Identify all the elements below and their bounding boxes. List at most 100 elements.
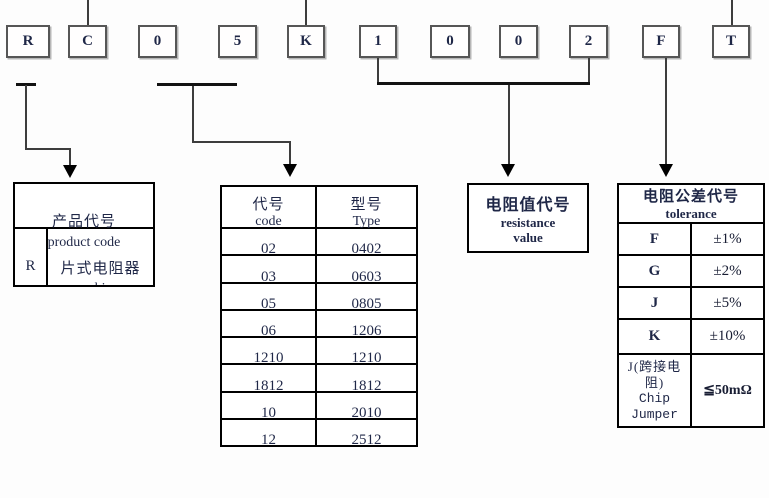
cell-value: ±1% [713,230,742,247]
code-box-2: 2 [569,25,608,58]
arrow-down-icon [283,164,297,177]
tolerance-value-cell: ±10% [692,320,763,353]
arrow-down-icon [501,164,515,177]
code-letter: K [300,33,312,49]
table-row: 1210 1210 [222,336,416,366]
code-box-5: 5 [218,25,257,58]
connector-line [25,148,71,150]
table-row: F ±1% [619,222,763,254]
connector-line [192,141,291,143]
code-letter: 0 [153,33,162,49]
cell-value: 06 [261,323,276,339]
cell-value: K [648,328,661,344]
connector-line [305,0,307,25]
size-code-cell: 03 [222,256,317,285]
jumper-code-cell: J(跨接电 阻) Chip Jumper [619,355,692,426]
code-letter: 0 [446,33,454,49]
cell-value: ±2% [713,262,742,279]
tolerance-title-cn: 电阻公差代号 [642,189,739,205]
code-letter: C [82,33,93,49]
connector-line [289,141,291,167]
connector-line [87,0,89,25]
cell-value: ±5% [713,294,742,311]
cell-value: 1210 [351,350,382,367]
cell-value: 1206 [351,323,382,339]
col-header-en: Type [352,214,381,229]
code-box-t: T [712,25,750,58]
jumper-value-cell: ≦50mΩ [692,355,763,426]
table-row: K ±10% [619,318,763,353]
code-box-f: F [642,25,680,58]
table-divider [15,227,153,229]
code-box-0a: 0 [138,25,177,58]
table-row: 12 2512 [222,417,416,448]
code-letter: 5 [233,33,242,49]
size-col-code-header: 代号 code [222,187,317,229]
connector-line [157,83,237,86]
code-letter: 2 [584,33,593,49]
connector-line [192,86,194,142]
jumper-line: 阻) [644,375,665,390]
size-type-cell: 0402 [317,229,416,257]
cell-value: 0402 [351,241,382,258]
table-divider [46,229,48,285]
code-letter: R [22,33,34,49]
cell-value: 0603 [351,268,382,285]
tolerance-table-header: 电阻公差代号 tolerance [619,185,763,222]
tolerance-table: 电阻公差代号 tolerance F ±1% G ±2% J ±5% K ±10… [617,183,765,428]
size-code-cell: 10 [222,392,317,421]
resistance-title-en1: resistance [500,215,556,230]
size-type-cell: 0805 [317,284,416,312]
product-row-desc-en: chip [48,281,153,285]
product-row-desc-cn: 片式电阻器 [60,261,141,277]
tolerance-value-cell: ±2% [692,256,763,286]
arrow-down-icon [659,164,673,177]
resistance-title-cn: 电阻值代号 [485,197,571,214]
tolerance-title-en: tolerance [665,206,717,221]
code-box-0c: 0 [499,25,538,58]
cell-value: 12 [261,432,276,448]
connector-line [508,85,510,166]
cell-value: 2010 [351,404,382,421]
tolerance-code-cell: J [619,288,692,318]
jumper-line: Chip [638,391,671,406]
cell-value: 1210 [253,350,284,367]
table-row: 02 0402 [222,227,416,257]
code-letter: 1 [374,33,382,49]
size-type-cell: 2010 [317,393,416,421]
cell-value: J [650,294,659,311]
table-row: G ±2% [619,254,763,286]
col-header-cn: 型号 [350,197,383,213]
size-type-cell: 1210 [317,338,416,366]
size-code-cell: 05 [222,283,317,312]
size-code-cell: 12 [222,419,317,448]
size-type-cell: 0603 [317,256,416,285]
size-type-cell: 2512 [317,420,416,448]
connector-line [731,0,733,25]
cell-value: 02 [261,241,276,258]
product-code-table: 产品代号 product code R 片式电阻器 chip [13,182,155,287]
product-table-title-en: product code [47,235,121,250]
cell-value: ±10% [709,328,746,344]
size-table-header: 代号 code 型号 Type [222,187,416,229]
connector-line [377,58,379,84]
arrow-down-icon [63,165,77,178]
table-row: 05 0805 [222,281,416,312]
tolerance-code-cell: K [619,320,692,353]
code-letter: T [725,33,736,49]
cell-value: 10 [261,404,276,421]
col-header-cn: 代号 [252,197,285,213]
code-box-k: K [287,25,325,58]
tolerance-value-cell: ±5% [692,288,763,318]
cell-value: ≦50mΩ [703,383,752,398]
size-code-cell: 1812 [222,365,317,394]
product-table-title-cn: 产品代号 [51,214,116,230]
table-row: 1812 1812 [222,363,416,394]
table-row: J(跨接电 阻) Chip Jumper ≦50mΩ [619,353,763,426]
size-col-type-header: 型号 Type [317,187,416,229]
resistance-title-en2: value [513,230,543,245]
code-box-1: 1 [359,25,397,58]
table-row: J ±5% [619,286,763,318]
size-type-cell: 1206 [317,311,416,339]
code-box-c: C [68,25,107,58]
